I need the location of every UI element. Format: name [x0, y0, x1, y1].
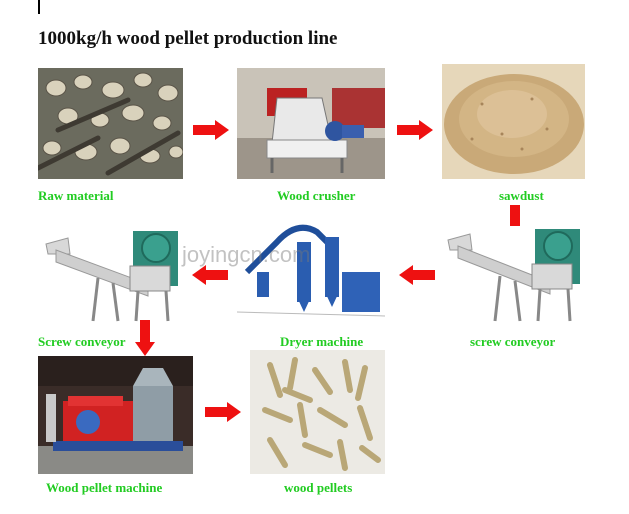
- arrow-down-2: [135, 320, 155, 356]
- dryer-machine-photo: [237, 212, 385, 328]
- arrow-right-3: [205, 402, 241, 422]
- page-title: 1000kg/h wood pellet production line: [38, 28, 338, 49]
- label-sawdust: sawdust: [499, 188, 544, 203]
- watermark: joyingcn.com: [182, 242, 311, 267]
- label-wood-pellets: wood pellets: [284, 480, 353, 495]
- label-screw-conveyor-right: screw conveyor: [470, 334, 556, 349]
- label-wood-crusher: Wood crusher: [277, 188, 356, 203]
- arrow-right-1: [193, 120, 229, 140]
- wood-pellet-machine-photo: [38, 356, 193, 474]
- label-raw-material: Raw material: [38, 188, 114, 203]
- arrow-left-2: [399, 265, 435, 285]
- label-dryer-machine: Dryer machine: [280, 334, 364, 349]
- arrow-right-2: [397, 120, 433, 140]
- screw-conveyor-left-photo: [38, 226, 186, 328]
- sawdust-photo: [442, 64, 585, 179]
- label-screw-conveyor-left: Screw conveyor: [38, 334, 126, 349]
- label-wood-pellet-machine: Wood pellet machine: [46, 480, 163, 495]
- text-cursor: [38, 0, 40, 14]
- raw-material-photo: [38, 68, 183, 179]
- arrow-left-1: [192, 265, 228, 285]
- wood-crusher-photo: [237, 68, 385, 179]
- screw-conveyor-right-photo: [440, 226, 588, 328]
- wood-pellets-photo: [250, 350, 385, 474]
